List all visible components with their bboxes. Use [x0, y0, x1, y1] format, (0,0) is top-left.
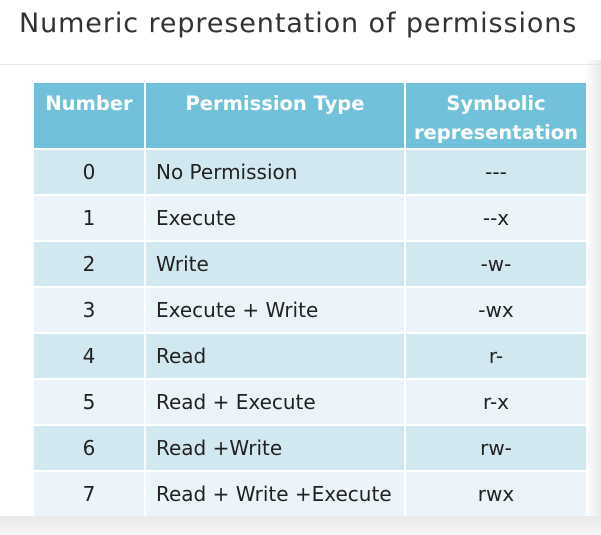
right-edge-shadow	[585, 60, 601, 535]
cell-number: 1	[32, 194, 146, 242]
header-number: Number	[32, 81, 146, 150]
cell-number: 0	[32, 148, 146, 196]
cell-symbolic: --x	[404, 194, 588, 242]
cell-permission-type: Read + Write +Execute	[144, 470, 406, 518]
cell-permission-type: Write	[144, 240, 406, 288]
table-row: 0 No Permission ---	[32, 148, 588, 196]
bottom-edge-shadow	[0, 516, 601, 535]
cell-symbolic: r-x	[404, 378, 588, 426]
cell-number: 4	[32, 332, 146, 380]
cell-symbolic: r-	[404, 332, 588, 380]
cell-permission-type: No Permission	[144, 148, 406, 196]
header-symbolic-representation: Symbolic representation	[404, 81, 588, 150]
cell-permission-type: Execute + Write	[144, 286, 406, 334]
header-symbolic-line2: representation	[413, 121, 579, 144]
header-row: Number Permission Type Symbolic represent…	[32, 81, 588, 150]
cell-permission-type: Read + Execute	[144, 378, 406, 426]
cell-number: 7	[32, 470, 146, 518]
table-row: 5 Read + Execute r-x	[32, 378, 588, 426]
cell-number: 3	[32, 286, 146, 334]
cell-symbolic: rwx	[404, 470, 588, 518]
title-divider	[0, 64, 601, 65]
table-row: 7 Read + Write +Execute rwx	[32, 470, 588, 518]
cell-permission-type: Read +Write	[144, 424, 406, 472]
cell-symbolic: -w-	[404, 240, 588, 288]
cell-permission-type: Read	[144, 332, 406, 380]
permissions-table: Number Permission Type Symbolic represent…	[32, 81, 588, 518]
table-row: 6 Read +Write rw-	[32, 424, 588, 472]
cell-permission-type: Execute	[144, 194, 406, 242]
cell-number: 2	[32, 240, 146, 288]
slide-title: Numeric representation of permissions	[19, 8, 578, 39]
cell-number: 5	[32, 378, 146, 426]
cell-symbolic: rw-	[404, 424, 588, 472]
header-permission-type: Permission Type	[144, 81, 406, 150]
cell-number: 6	[32, 424, 146, 472]
cell-symbolic: -wx	[404, 286, 588, 334]
table-row: 3 Execute + Write -wx	[32, 286, 588, 334]
table-row: 4 Read r-	[32, 332, 588, 380]
cell-symbolic: ---	[404, 148, 588, 196]
table-row: 2 Write -w-	[32, 240, 588, 288]
table-header: Number Permission Type Symbolic represent…	[32, 81, 588, 150]
table-body: 0 No Permission --- 1 Execute --x 2 Writ…	[32, 148, 588, 518]
header-symbolic-line1: Symbolic	[446, 92, 546, 115]
table-row: 1 Execute --x	[32, 194, 588, 242]
